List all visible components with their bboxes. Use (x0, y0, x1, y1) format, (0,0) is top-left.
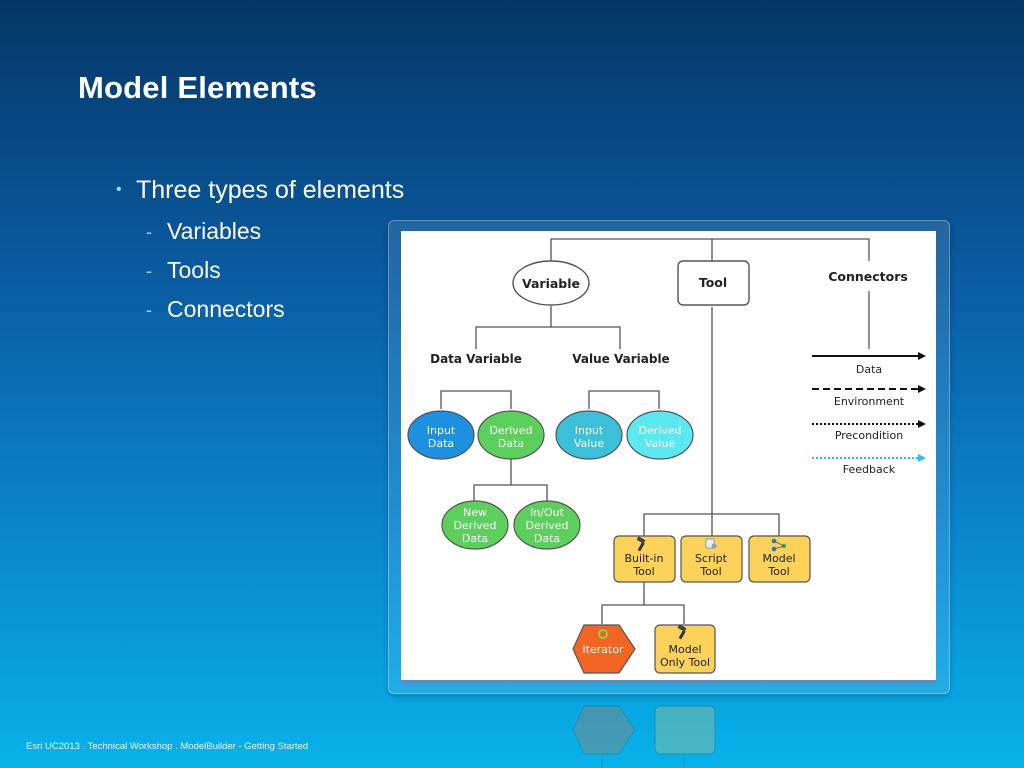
data-variable-label: Data Variable (430, 352, 522, 366)
iterator-node: Iterator (572, 624, 636, 674)
inout-derived-data-label-1: In/Out (530, 506, 565, 519)
tool-label: Tool (699, 275, 727, 290)
input-data-label-1: Input (427, 424, 456, 437)
tree-lines (440, 238, 870, 624)
model-only-tool-label-2: Only Tool (660, 656, 710, 669)
input-data-label-2: Data (428, 437, 454, 450)
script-tool-node: Script Tool (680, 535, 743, 583)
variable-label: Variable (522, 276, 580, 291)
new-derived-data-label-1: New (463, 506, 487, 519)
subbullet-connectors: Connectors (167, 296, 285, 322)
environment-connector-label: Environment (834, 395, 905, 408)
derived-value-node: Derived Value (626, 410, 694, 460)
derived-data-label-1: Derived (489, 424, 532, 437)
bullet-item: • Three types of elements (116, 176, 404, 210)
data-connector-label: Data (856, 363, 882, 376)
input-value-label-1: Input (575, 424, 604, 437)
input-value-node: Input Value (555, 410, 623, 460)
feedback-connector: Feedback (812, 454, 926, 476)
new-derived-data-label-2: Derived (453, 519, 496, 532)
script-tool-label-1: Script (695, 552, 728, 565)
derived-value-label-2: Value (645, 437, 675, 450)
inout-derived-data-label-3: Data (534, 532, 560, 545)
reflection-shapes (572, 705, 716, 768)
subbullet-dash: - (146, 261, 152, 281)
builtin-tool-node: Built-in Tool (613, 535, 676, 583)
variable-node: Variable (512, 260, 590, 306)
input-data-node: Input Data (407, 410, 475, 460)
derived-value-label-1: Derived (638, 424, 681, 437)
feedback-connector-label: Feedback (843, 463, 896, 476)
derived-data-label-2: Data (498, 437, 524, 450)
environment-connector: Environment (812, 385, 926, 408)
bullet-dot: • (116, 181, 122, 198)
subbullet-dash: - (146, 222, 152, 242)
precondition-connector-label: Precondition (835, 429, 903, 442)
bullet-list: • Three types of elements - Variables - … (116, 176, 404, 335)
script-icon (705, 538, 717, 549)
subbullet-dash: - (146, 300, 152, 320)
slide-footer: Esri UC2013 . Technical Workshop . Model… (26, 741, 309, 752)
data-connector: Data (812, 352, 926, 376)
new-derived-data-label-3: Data (462, 532, 488, 545)
builtin-tool-label-2: Tool (632, 565, 654, 578)
precondition-connector: Precondition (812, 420, 926, 442)
derived-data-node: Derived Data (477, 410, 545, 460)
hammer-icon (677, 624, 687, 640)
builtin-tool-label-1: Built-in (625, 552, 664, 565)
iterator-label: Iterator (582, 643, 624, 656)
inout-derived-data-node: In/Out Derived Data (513, 500, 581, 550)
hammer-icon (636, 536, 646, 552)
model-icon (771, 538, 787, 552)
input-value-label-2: Value (574, 437, 604, 450)
diagram-panel: Variable Tool Connectors Data Variable V… (401, 231, 936, 683)
connector-legend: Data Environment Precondition Feedback (812, 352, 926, 476)
model-tool-label-1: Model (762, 552, 795, 565)
diagram-reflection (401, 683, 936, 768)
model-only-tool-node: Model Only Tool (654, 624, 716, 674)
value-variable-label: Value Variable (572, 352, 669, 366)
new-derived-data-node: New Derived Data (441, 500, 509, 550)
connectors-label: Connectors (828, 269, 908, 284)
model-only-tool-label-1: Model (668, 643, 701, 656)
bullet-text: Three types of elements (136, 176, 405, 204)
model-tool-node: Model Tool (748, 535, 811, 583)
iterator-icon (598, 629, 608, 639)
slide-title: Model Elements (78, 70, 317, 105)
model-elements-diagram: Variable Tool Connectors Data Variable V… (407, 238, 926, 674)
tool-node: Tool (677, 260, 750, 306)
model-tool-label-2: Tool (767, 565, 789, 578)
subbullet-variables: Variables (167, 218, 262, 244)
script-tool-label-2: Tool (699, 565, 721, 578)
subbullet-tools: Tools (167, 257, 221, 283)
inout-derived-data-label-2: Derived (525, 519, 568, 532)
